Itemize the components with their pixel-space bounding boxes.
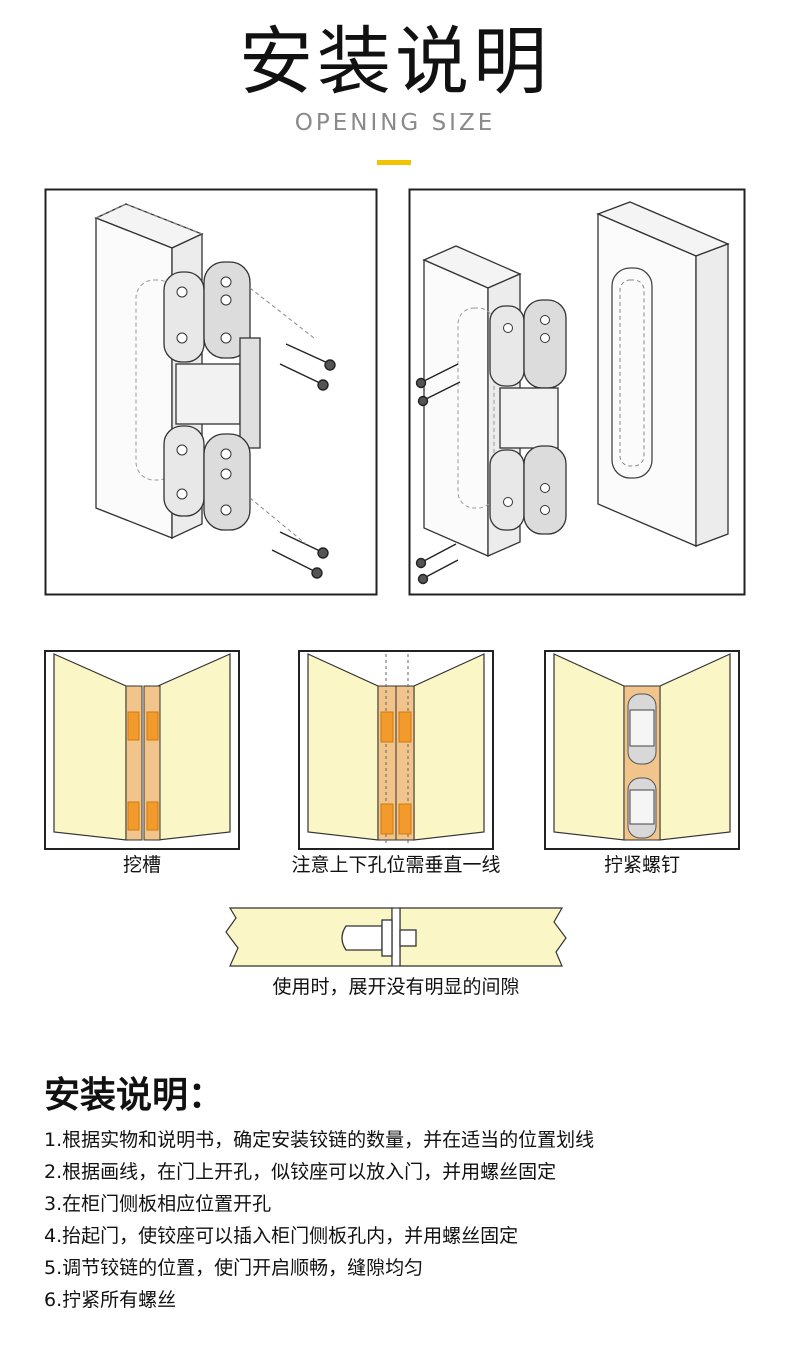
instruction-step: 5.调节铰链的位置，使门开启顺畅，缝隙均匀 [44, 1257, 424, 1279]
slotting-illustration [44, 650, 240, 850]
instruction-step: 3.在柜门侧板相应位置开孔 [44, 1193, 272, 1215]
alignment-illustration [298, 650, 494, 850]
caption-tighten: 拧紧螺钉 [603, 854, 680, 876]
instruction-step: 4.抬起门，使铰座可以插入柜门侧板孔内，并用螺丝固定 [44, 1225, 519, 1247]
tighten-illustration [544, 650, 740, 850]
page-title: 安装说明 [239, 19, 551, 105]
gap-panel [224, 904, 568, 970]
instructions-heading: 安装说明： [44, 1075, 225, 1116]
hinge-cabinet-illustration [408, 188, 746, 596]
instruction-step: 6.拧紧所有螺丝 [44, 1289, 177, 1311]
alignment-panel [298, 650, 494, 850]
instruction-steps: 1.根据实物和说明书，确定安装铰链的数量，并在适当的位置划线 2.根据画线，在门… [44, 1124, 594, 1316]
caption-gap: 使用时，展开没有明显的间隙 [272, 976, 520, 998]
slotting-panel [44, 650, 240, 850]
hinge-cabinet-diagram [408, 188, 746, 596]
hinge-door-illustration [44, 188, 378, 596]
instruction-step: 1.根据实物和说明书，确定安装铰链的数量，并在适当的位置划线 [44, 1129, 595, 1151]
caption-slotting: 挖槽 [122, 854, 161, 876]
accent-divider [377, 160, 411, 165]
instruction-step: 2.根据画线，在门上开孔，似铰座可以放入门，并用螺丝固定 [44, 1161, 557, 1183]
hinge-mount-diagram [44, 188, 378, 596]
caption-alignment: 注意上下孔位需垂直一线 [291, 854, 501, 876]
gap-illustration [225, 907, 567, 967]
page-subtitle: OPENING SIZE [294, 110, 496, 136]
tighten-panel [544, 650, 740, 850]
